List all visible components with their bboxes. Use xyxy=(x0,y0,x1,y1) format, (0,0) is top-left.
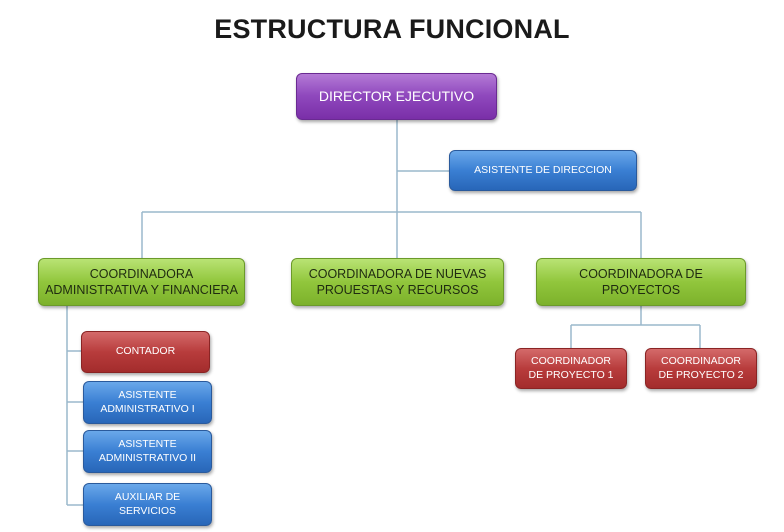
node-coordinador-proyecto-2: COORDINADOR DE PROYECTO 2 xyxy=(645,348,757,389)
node-asistente-administrativo-1: ASISTENTE ADMINISTRATIVO I xyxy=(83,381,212,424)
node-auxiliar-line2: SERVICIOS xyxy=(119,504,176,517)
node-coordinadora-proyectos: COORDINADORA DE PROYECTOS xyxy=(536,258,746,306)
node-coord-nuevas-line1: COORDINADORA DE NUEVAS xyxy=(308,266,487,281)
node-coord-proy-1-line1: COORDINADOR xyxy=(531,354,611,367)
node-coord-nuevas-line2: PROUESTAS Y RECURSOS xyxy=(316,283,479,297)
node-coord-proy-2-line1: COORDINADOR xyxy=(661,354,741,367)
node-asistente-direccion-label: ASISTENTE DE DIRECCION xyxy=(474,163,612,176)
node-contador-label: CONTADOR xyxy=(115,345,176,358)
node-asist-admin-2-line1: ASISTENTE xyxy=(118,437,177,450)
node-asistente-administrativo-2: ASISTENTE ADMINISTRATIVO II xyxy=(83,430,212,473)
node-coordinadora-nuevas-propuestas: COORDINADORA DE NUEVAS PROUESTAS Y RECUR… xyxy=(291,258,504,306)
node-coord-proy-1-line2: DE PROYECTO 1 xyxy=(528,368,614,381)
node-asist-admin-2-line2: ADMINISTRATIVO II xyxy=(98,451,197,464)
node-coord-proyectos-line1: COORDINADORA DE xyxy=(579,266,703,281)
node-coord-proy-2-line2: DE PROYECTO 2 xyxy=(658,368,744,381)
node-contador: CONTADOR xyxy=(81,331,210,373)
node-director-label: DIRECTOR EJECUTIVO xyxy=(318,88,475,105)
node-coord-admin-line2: ADMINISTRATIVA Y FINANCIERA xyxy=(45,283,238,297)
node-asist-admin-1-line1: ASISTENTE xyxy=(118,388,177,401)
node-coord-proyectos-line2: PROYECTOS xyxy=(601,283,681,297)
node-coordinador-proyecto-1: COORDINADOR DE PROYECTO 1 xyxy=(515,348,627,389)
node-coordinadora-administrativa: COORDINADORA ADMINISTRATIVA Y FINANCIERA xyxy=(38,258,245,306)
node-coord-admin-line1: COORDINADORA xyxy=(89,266,194,281)
node-asist-admin-1-line2: ADMINISTRATIVO I xyxy=(100,402,195,415)
node-auxiliar-servicios: AUXILIAR DE SERVICIOS xyxy=(83,483,212,526)
node-director-ejecutivo: DIRECTOR EJECUTIVO xyxy=(296,73,497,120)
node-asistente-direccion: ASISTENTE DE DIRECCION xyxy=(449,150,637,191)
chart-title: ESTRUCTURA FUNCIONAL xyxy=(214,14,570,44)
node-auxiliar-line1: AUXILIAR DE xyxy=(114,490,181,503)
